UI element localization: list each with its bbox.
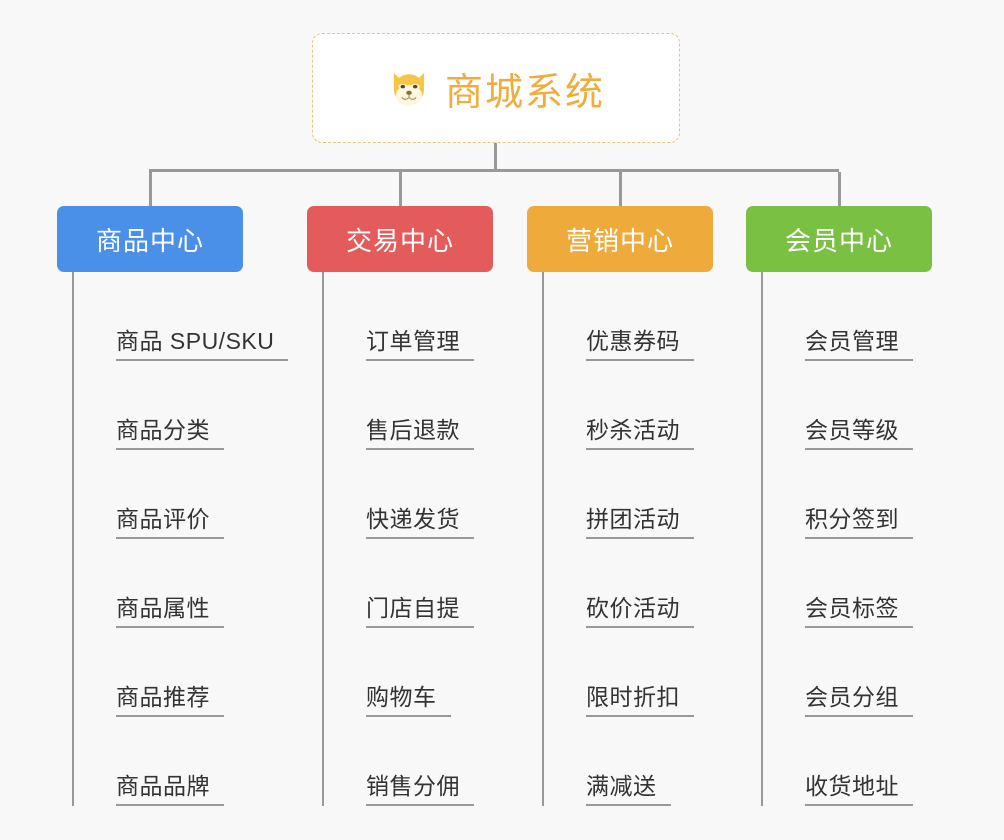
connector-root-stem xyxy=(494,143,497,171)
leaf-label: 商品 SPU/SKU xyxy=(116,328,275,354)
root-node[interactable]: 商城系统 xyxy=(312,33,680,143)
leaf-item[interactable]: 限时折扣 xyxy=(542,628,694,717)
leaf-label: 积分签到 xyxy=(805,506,899,532)
leaf-item[interactable]: 会员标签 xyxy=(761,539,913,628)
category-label-3: 会员中心 xyxy=(784,225,893,256)
leaf-label: 优惠券码 xyxy=(586,328,680,354)
leaf-item[interactable]: 商品品牌 xyxy=(72,717,224,806)
leaf-label: 收货地址 xyxy=(805,773,899,799)
leaf-label: 商品品牌 xyxy=(116,773,210,799)
leaf-item[interactable]: 积分签到 xyxy=(761,450,913,539)
leaf-item[interactable]: 商品属性 xyxy=(72,539,224,628)
category-label-0: 商品中心 xyxy=(95,225,204,256)
leaf-item[interactable]: 订单管理 xyxy=(322,272,474,361)
connector-drop-1 xyxy=(149,172,152,207)
leaf-item[interactable]: 商品评价 xyxy=(72,450,224,539)
leaf-label: 商品推荐 xyxy=(116,684,210,710)
leaf-label: 商品分类 xyxy=(116,417,210,443)
category-label-2: 营销中心 xyxy=(565,225,674,256)
leaf-item[interactable]: 商品 SPU/SKU xyxy=(72,272,289,361)
leaf-label: 会员标签 xyxy=(805,595,899,621)
connector-drop-4 xyxy=(838,172,841,207)
leaf-item[interactable]: 秒杀活动 xyxy=(542,361,694,450)
leaf-label: 购物车 xyxy=(366,684,437,710)
leaf-label: 门店自提 xyxy=(366,595,460,621)
leaf-label: 商品评价 xyxy=(116,506,210,532)
leaf-spine-1 xyxy=(322,272,324,806)
connector-drop-3 xyxy=(619,172,622,207)
leaf-item[interactable]: 优惠券码 xyxy=(542,272,694,361)
leaf-label: 拼团活动 xyxy=(586,506,680,532)
leaf-label: 会员分组 xyxy=(805,684,899,710)
leaf-item[interactable]: 会员管理 xyxy=(761,272,913,361)
dog-face-icon xyxy=(387,66,431,110)
leaf-spine-2 xyxy=(542,272,544,806)
category-header-0[interactable]: 商品中心 xyxy=(57,206,243,272)
root-title: 商城系统 xyxy=(444,71,605,114)
leaf-label: 商品属性 xyxy=(116,595,210,621)
leaf-spine-3 xyxy=(761,272,763,806)
leaf-item[interactable]: 购物车 xyxy=(322,628,451,717)
category-label-1: 交易中心 xyxy=(345,225,454,256)
leaf-label: 秒杀活动 xyxy=(586,417,680,443)
leaf-item[interactable]: 拼团活动 xyxy=(542,450,694,539)
leaf-label: 销售分佣 xyxy=(366,773,460,799)
leaf-item[interactable]: 商品推荐 xyxy=(72,628,224,717)
category-header-3[interactable]: 会员中心 xyxy=(746,206,932,272)
leaf-item[interactable]: 收货地址 xyxy=(761,717,913,806)
leaf-label: 限时折扣 xyxy=(586,684,680,710)
leaf-label: 快递发货 xyxy=(366,506,460,532)
leaf-label: 会员等级 xyxy=(805,417,899,443)
leaf-item[interactable]: 会员分组 xyxy=(761,628,913,717)
leaf-item[interactable]: 门店自提 xyxy=(322,539,474,628)
leaf-item[interactable]: 砍价活动 xyxy=(542,539,694,628)
leaf-label: 会员管理 xyxy=(805,328,899,354)
connector-drop-2 xyxy=(399,172,402,207)
leaf-label: 售后退款 xyxy=(366,417,460,443)
leaf-item[interactable]: 销售分佣 xyxy=(322,717,474,806)
leaf-item[interactable]: 快递发货 xyxy=(322,450,474,539)
leaf-item[interactable]: 会员等级 xyxy=(761,361,913,450)
leaf-item[interactable]: 售后退款 xyxy=(322,361,474,450)
category-header-1[interactable]: 交易中心 xyxy=(307,206,493,272)
leaf-spine-0 xyxy=(72,272,74,806)
leaf-label: 满减送 xyxy=(586,773,657,799)
connector-horizontal-bus xyxy=(149,169,839,172)
leaf-label: 订单管理 xyxy=(366,328,460,354)
leaf-item[interactable]: 满减送 xyxy=(542,717,671,806)
leaf-label: 砍价活动 xyxy=(586,595,680,621)
category-header-2[interactable]: 营销中心 xyxy=(527,206,713,272)
leaf-item[interactable]: 商品分类 xyxy=(72,361,224,450)
